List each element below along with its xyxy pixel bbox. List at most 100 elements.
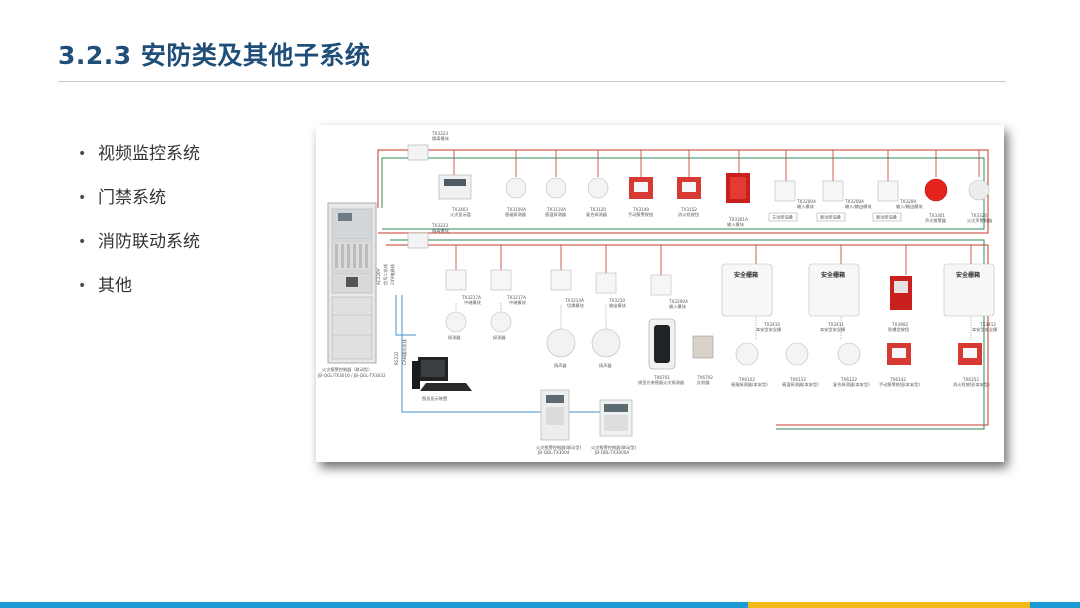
- panel-2-label-2: JB-QBL-TX3000A: [594, 450, 629, 455]
- manual-call-point-icon: [629, 177, 653, 199]
- bullet-text: 其他: [98, 276, 132, 296]
- heat-detector-icon: [545, 177, 567, 199]
- system-diagram-svg: AC220V 信号二总线 24V电源线 RS232 CAN通讯总线 火灾报警控制…: [317, 131, 997, 455]
- safety-box-title: 安全栅箱: [821, 271, 845, 279]
- bullet-item: •消防联动系统: [78, 228, 200, 272]
- top-device-model: TX3152: [680, 207, 697, 212]
- top-device-name: 感烟探测器: [505, 211, 527, 218]
- bus-label-rs232: RS232: [394, 351, 399, 365]
- top-device-name: 感温探测器: [545, 211, 567, 218]
- hydrant-button-icon: [677, 177, 701, 199]
- safety-box-model: TX3412: [979, 322, 996, 327]
- safety-box-model: TX3410: [763, 322, 780, 327]
- output-module-icon: [595, 272, 617, 294]
- ex-device-model: TX6142: [889, 377, 906, 382]
- bullet-text: 门禁系统: [98, 188, 166, 208]
- ex-button-model: TX3902: [891, 322, 908, 327]
- top-device-name: 输入模块: [797, 203, 815, 210]
- mid-device-name: 输出模块: [609, 302, 627, 309]
- safety-barrier-box-1: [721, 263, 773, 317]
- ex-hydrant-button-icon: [958, 343, 982, 365]
- module-tag: 主动型设备: [772, 214, 794, 221]
- safety-box-title: 安全栅箱: [956, 271, 980, 279]
- top-device-labels: TX3403 火灾显示盘 TX3100A 感烟探测器 TX3110A 感温探测器…: [450, 199, 993, 228]
- lower-device-name: 探测器: [493, 334, 506, 341]
- reflector-name: 反射器: [697, 379, 710, 386]
- mid-device-model: TX3200A: [668, 299, 688, 304]
- isolation-module-1-model: TX3223: [431, 131, 448, 136]
- graphic-display-computer-icon: [412, 357, 472, 391]
- controller-label-2: JB-QGL-TX3016 / JB-QGL-TX3032: [317, 373, 386, 378]
- top-device-name: 声光报警器: [925, 217, 947, 224]
- mid-device-model: TX3210: [608, 298, 625, 303]
- safety-barrier-box-2: [808, 263, 860, 317]
- top-device-model: TX3301A: [728, 217, 748, 222]
- ex-device-model: TX6122: [840, 377, 857, 382]
- isolation-module-2-model: TX3223: [431, 223, 448, 228]
- mid-device-name: 中继模块: [464, 299, 482, 306]
- bullet-dot-icon: •: [78, 234, 87, 250]
- footer-bar-blue-end: [1030, 602, 1080, 608]
- top-device-model: TX3209: [899, 199, 916, 204]
- top-device-name: 消火栓按钮: [678, 211, 699, 218]
- bullet-dot-icon: •: [78, 278, 87, 294]
- top-device-model: TX3110A: [546, 207, 566, 212]
- top-device-model: TX3208A: [844, 199, 864, 204]
- safety-box-model: TX3411: [827, 322, 844, 327]
- input-module-icon-1: [774, 180, 796, 202]
- panel-1-label-2: JB-QBL-TX3004: [537, 450, 570, 455]
- lower-drop-lines: [455, 245, 972, 275]
- top-device-model: TX3301: [928, 213, 945, 218]
- bullet-list: •视频监控系统 • 门禁系统 •消防联动系统 • 其他: [78, 140, 200, 316]
- computer-label: 图形显示装置: [422, 395, 447, 402]
- top-device-name: 火灾声警报器: [967, 217, 993, 224]
- secondary-controller-panel-1: [540, 389, 570, 441]
- input-module-mid-icon: [650, 274, 672, 296]
- input-module-icon-3: [877, 180, 899, 202]
- title-divider: [58, 81, 1006, 82]
- secondary-controller-panel-2: [599, 399, 633, 437]
- top-device-name: 输入/输出模块: [896, 203, 923, 210]
- module-tag: 被动型设备: [876, 214, 898, 221]
- ex-device-name: 消火栓按钮(本安型): [953, 381, 990, 388]
- ex-device-model: TX6252: [962, 377, 979, 382]
- main-controller-cabinet: [327, 202, 377, 364]
- rs232-line: [395, 295, 416, 336]
- mid-device-name: 输入模块: [669, 303, 687, 310]
- panel-2-label-1: 火灾报警控制器(联动型): [591, 444, 637, 451]
- bullet-dot-icon: •: [78, 190, 87, 206]
- bullet-dot-icon: •: [78, 146, 87, 162]
- top-device-model: TX3120: [589, 207, 606, 212]
- ex-heat-detector-icon: [785, 342, 809, 366]
- ex-device-name: 感烟探测器(本安型): [731, 381, 768, 388]
- top-device-name: 复合探测器: [586, 211, 608, 218]
- panel-1-label-1: 火灾报警控制器(联动型): [536, 444, 582, 451]
- relay-module-icon-2: [490, 269, 512, 291]
- ex-button-name: 防爆型按钮: [888, 326, 909, 333]
- ex-device-model: TX6102: [738, 377, 755, 382]
- slide-title: 3.2.3 安防类及其他子系统: [58, 41, 371, 70]
- beam-detector-model: TX6701: [653, 375, 670, 380]
- top-device-name: 输入模块: [727, 221, 745, 228]
- ex-device-labels: TX6102 感烟探测器(本安型) TX6112 感温探测器(本安型) TX61…: [731, 377, 990, 388]
- mid-device-name: 中继模块: [509, 299, 527, 306]
- module-tag: 被动型设备: [820, 214, 842, 221]
- input-module-icon-2: [822, 180, 844, 202]
- bullet-item: • 门禁系统: [78, 184, 200, 228]
- bullet-item: • 其他: [78, 272, 200, 316]
- ex-smoke-detector-icon: [735, 342, 759, 366]
- lower-device-name: 探测器: [448, 334, 461, 341]
- switch-module-icon: [550, 269, 572, 291]
- top-device-name: 手动报警按钮: [628, 211, 653, 218]
- bus-label-signal: 信号二总线: [382, 263, 389, 285]
- bullet-item: •视频监控系统: [78, 140, 200, 184]
- detector-icon: [490, 311, 512, 333]
- fire-alarm-system-diagram: AC220V 信号二总线 24V电源线 RS232 CAN通讯总线 火灾报警控制…: [316, 125, 1004, 462]
- module-tag-box: [768, 212, 798, 222]
- lower-red-bus: [386, 244, 989, 426]
- lower-green-bus: [390, 239, 985, 430]
- top-device-model: TX3200A: [796, 199, 816, 204]
- smoke-detector-icon: [505, 177, 527, 199]
- bus-label-ac220v: AC220V: [376, 268, 381, 285]
- ex-device-model: TX6112: [789, 377, 806, 382]
